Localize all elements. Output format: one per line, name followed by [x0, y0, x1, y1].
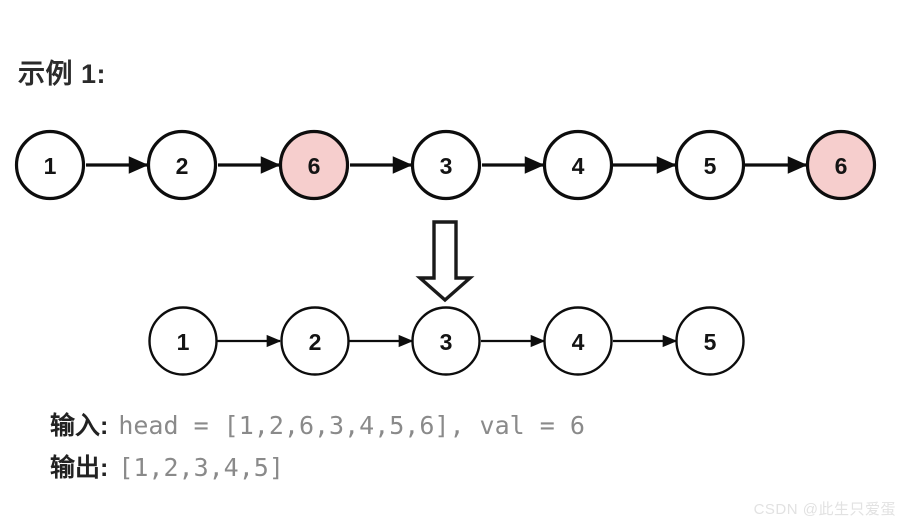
- output-line: 输出: [1,2,3,4,5]: [50, 448, 870, 490]
- node-value: 6: [835, 153, 848, 179]
- list-node: 1: [148, 306, 218, 376]
- node-value: 2: [176, 153, 189, 179]
- io-block: 输入: head = [1,2,6,3,4,5,6], val = 6 输出: …: [50, 406, 870, 490]
- after-list-group: 1 2 3 4 5: [148, 306, 745, 376]
- list-node-highlighted: 6: [805, 129, 877, 201]
- node-value: 5: [704, 329, 717, 355]
- before-list-group: 1 2 6 3 4: [14, 129, 877, 201]
- list-node: 3: [411, 306, 481, 376]
- node-circle: [278, 129, 350, 201]
- down-block-arrow-icon: [415, 220, 475, 303]
- node-value: 3: [440, 329, 453, 355]
- node-value: 1: [44, 153, 57, 179]
- input-code: head = [1,2,6,3,4,5,6], val = 6: [118, 411, 585, 440]
- node-circle: [543, 306, 613, 376]
- node-circle: [674, 129, 746, 201]
- node-value: 5: [704, 153, 717, 179]
- output-code: [1,2,3,4,5]: [118, 453, 284, 482]
- list-node: 5: [674, 129, 746, 201]
- page-title: 示例 1:: [18, 59, 107, 89]
- csdn-watermark: CSDN @此生只爱蛋: [753, 501, 896, 518]
- node-circle: [411, 306, 481, 376]
- node-value: 1: [177, 329, 190, 355]
- node-circle: [410, 129, 482, 201]
- node-circle: [280, 306, 350, 376]
- list-node: 1: [14, 129, 86, 201]
- node-circle: [805, 129, 877, 201]
- linked-list-diagram: 1 2 6 3 4: [14, 129, 877, 376]
- input-line: 输入: head = [1,2,6,3,4,5,6], val = 6: [50, 406, 870, 448]
- node-value: 2: [309, 329, 322, 355]
- list-node: 4: [543, 306, 613, 376]
- node-circle: [675, 306, 745, 376]
- node-value: 4: [572, 329, 585, 355]
- node-value: 3: [440, 153, 453, 179]
- node-circle: [542, 129, 614, 201]
- list-node: 3: [410, 129, 482, 201]
- node-value: 6: [308, 153, 321, 179]
- node-value: 4: [572, 153, 585, 179]
- node-circle: [146, 129, 218, 201]
- list-node: 2: [146, 129, 218, 201]
- node-circle: [14, 129, 86, 201]
- output-label: 输出:: [50, 454, 109, 482]
- list-node-highlighted: 6: [278, 129, 350, 201]
- list-node: 4: [542, 129, 614, 201]
- node-circle: [148, 306, 218, 376]
- list-node: 5: [675, 306, 745, 376]
- input-label: 输入:: [50, 412, 109, 440]
- list-node: 2: [280, 306, 350, 376]
